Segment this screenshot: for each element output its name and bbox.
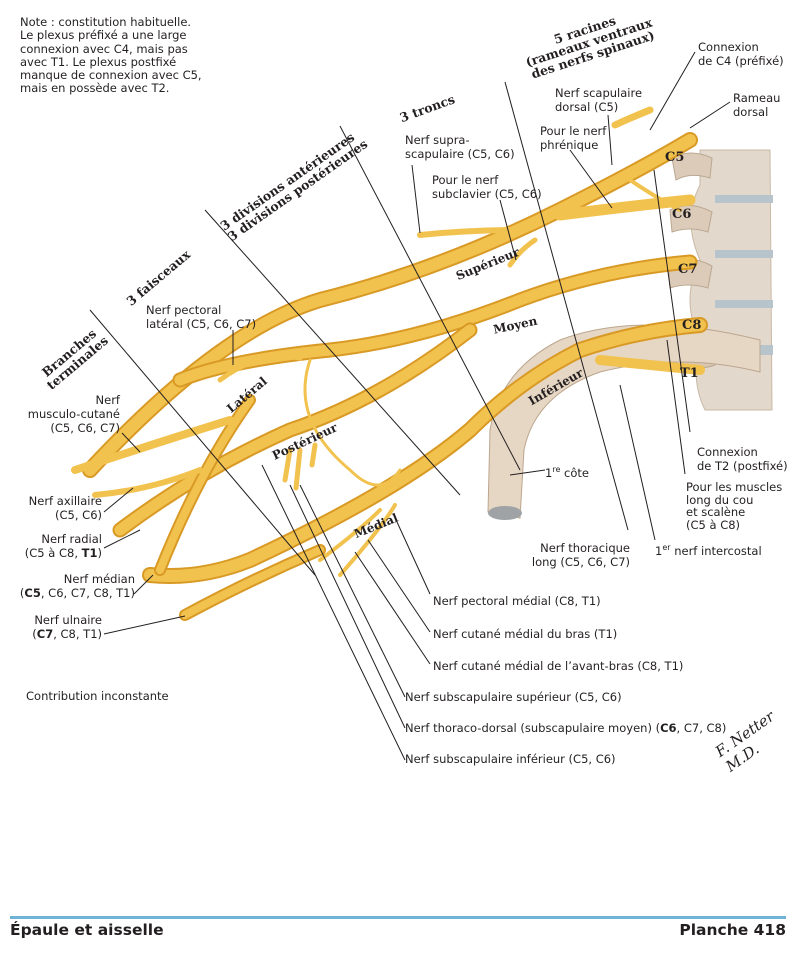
label-bold: C6 [660, 721, 677, 735]
label-text: ( [32, 627, 37, 641]
label-axillary: Nerf axillaire (C5, C6) [10, 494, 102, 522]
label-long-thoracic: Nerf thoracique long (C5, C6, C7) [520, 541, 630, 569]
root-c7: C7 [678, 262, 698, 277]
label-suprascapular: Nerf supra- scapulaire (C5, C6) [405, 133, 515, 161]
label-line: Nerf médian [63, 572, 135, 586]
footer-plate-number: Planche 418 [679, 921, 786, 939]
root-c5: C5 [665, 150, 685, 165]
label-line: Nerf scapulaire [555, 86, 643, 100]
label-line: dorsal (C5) [555, 100, 619, 114]
label-ulnar: Nerf ulnaire (C7, C8, T1) [10, 613, 102, 641]
label-line: Nerf pectoral [146, 303, 222, 317]
label-line: (C5 à C8) [686, 517, 741, 532]
label-upper-subscapular: Nerf subscapulaire supérieur (C5, C6) [405, 690, 622, 704]
label-line: musculo-cutané [27, 407, 120, 421]
label-line: phrénique [540, 138, 599, 152]
label-line: Nerf axillaire [28, 494, 102, 508]
label-line: Nerf ulnaire [34, 613, 102, 627]
label-text: ( [19, 586, 25, 600]
label-radial: Nerf radial (C5 à C8, T1) [10, 532, 102, 560]
label-first-rib: 1re côte [545, 463, 589, 480]
label-text: , C8, T1) [53, 627, 102, 641]
label-line: Connexion [698, 40, 759, 54]
leader-lines [89, 51, 731, 761]
label-dorsal-ramus: Rameau dorsal [733, 91, 780, 119]
label-medial-pectoral: Nerf pectoral médial (C8, T1) [433, 594, 601, 608]
label-subclavian: Pour le nerf subclavier (C5, C6) [432, 173, 542, 201]
label-c4-connection: Connexion de C4 (préfixé) [698, 40, 784, 68]
label-line: (C5, C6, C7) [50, 421, 120, 435]
label-line: Nerf supra- [405, 133, 470, 147]
note-line: avec T1. Le plexus postfixé [20, 54, 177, 69]
root-c8: C8 [682, 318, 702, 333]
label-text: Nerf thoraco-dorsal (subscapulaire moyen… [405, 721, 661, 735]
label-first-intercostal: 1er nerf intercostal [655, 541, 762, 558]
label-musculocutaneous: Nerf musculo-cutané (C5, C6, C7) [10, 393, 120, 435]
label-bold: T1 [81, 546, 98, 560]
note-line: manque de connexion avec C5, [20, 68, 202, 83]
footer-rule [10, 916, 786, 919]
label-lateral-pectoral: Nerf pectoral latéral (C5, C6, C7) [146, 303, 256, 331]
label-line: de T2 (postfixé) [697, 459, 788, 473]
label-lower-subscapular: Nerf subscapulaire inférieur (C5, C6) [405, 752, 616, 766]
label-line: et scalène [686, 505, 746, 519]
label-line: Pour les muscles [686, 480, 783, 494]
label-t2-connection: Connexion de T2 (postfixé) [697, 445, 788, 473]
label-line: (C7, C8, T1) [10, 627, 102, 641]
label-text: nerf intercostal [670, 543, 762, 558]
label-line: subclavier (C5, C6) [432, 187, 542, 201]
root-c6: C6 [672, 207, 692, 222]
label-line: Nerf [95, 393, 120, 407]
label-line: Pour le nerf [540, 124, 607, 138]
label-medial-cutaneous-forearm: Nerf cutané médial de l’avant-bras (C8, … [433, 659, 684, 673]
label-line: long (C5, C6, C7) [531, 555, 630, 569]
label-line: dorsal [733, 105, 769, 119]
label-text: 1 [545, 465, 553, 480]
root-t1: T1 [680, 366, 699, 381]
label-line: Connexion [697, 445, 758, 459]
nerves [71, 106, 708, 621]
note-line: connexion avec C4, mais pas [20, 41, 188, 56]
note-line: mais en possède avec T2. [20, 81, 170, 96]
label-bold: C5 [24, 586, 41, 600]
label-line: Nerf thoracique [540, 541, 630, 555]
label-inconstant-contribution: Contribution inconstante [26, 689, 169, 703]
label-sup: er [662, 543, 671, 552]
label-line: long du cou [686, 492, 754, 507]
label-line: de C4 (préfixé) [698, 54, 784, 68]
label-dorsal-scapular: Nerf scapulaire dorsal (C5) [555, 86, 642, 114]
label-text: côte [560, 465, 589, 480]
label-median: Nerf médian (C5, C6, C7, C8, T1) [8, 572, 135, 600]
label-longus-scalene: Pour les muscles long du cou et scalène … [686, 481, 782, 531]
label-line: Rameau [733, 91, 781, 105]
note-text: Note : constitution habituelle. Le plexu… [20, 15, 202, 96]
label-text: , C6, C7, C8, T1) [40, 586, 135, 600]
label-line: latéral (C5, C6, C7) [146, 317, 257, 331]
label-medial-cutaneous-arm: Nerf cutané médial du bras (T1) [433, 627, 618, 641]
footer-section-title: Épaule et aisselle [10, 921, 164, 939]
label-line: Pour le nerf [432, 173, 499, 187]
label-sup: re [552, 465, 561, 474]
label-text: , C7, C8) [676, 721, 727, 735]
label-phrenic: Pour le nerf phrénique [540, 124, 606, 152]
label-line: Nerf radial [41, 532, 102, 546]
label-thoracodorsal: Nerf thoraco-dorsal (subscapulaire moyen… [405, 721, 726, 735]
label-bold: C7 [36, 627, 54, 641]
label-line: (C5 à C8, T1) [10, 546, 102, 560]
label-line: (C5, C6, C7, C8, T1) [8, 586, 135, 600]
note-line: Note : constitution habituelle. [20, 15, 192, 29]
label-text: (C5 à C8, [24, 546, 82, 560]
label-line: scapulaire (C5, C6) [405, 147, 515, 161]
note-line: Le plexus préfixé a une large [20, 28, 187, 43]
label-text: ) [97, 546, 103, 560]
label-line: (C5, C6) [55, 508, 102, 522]
label-text: 1 [655, 543, 663, 558]
